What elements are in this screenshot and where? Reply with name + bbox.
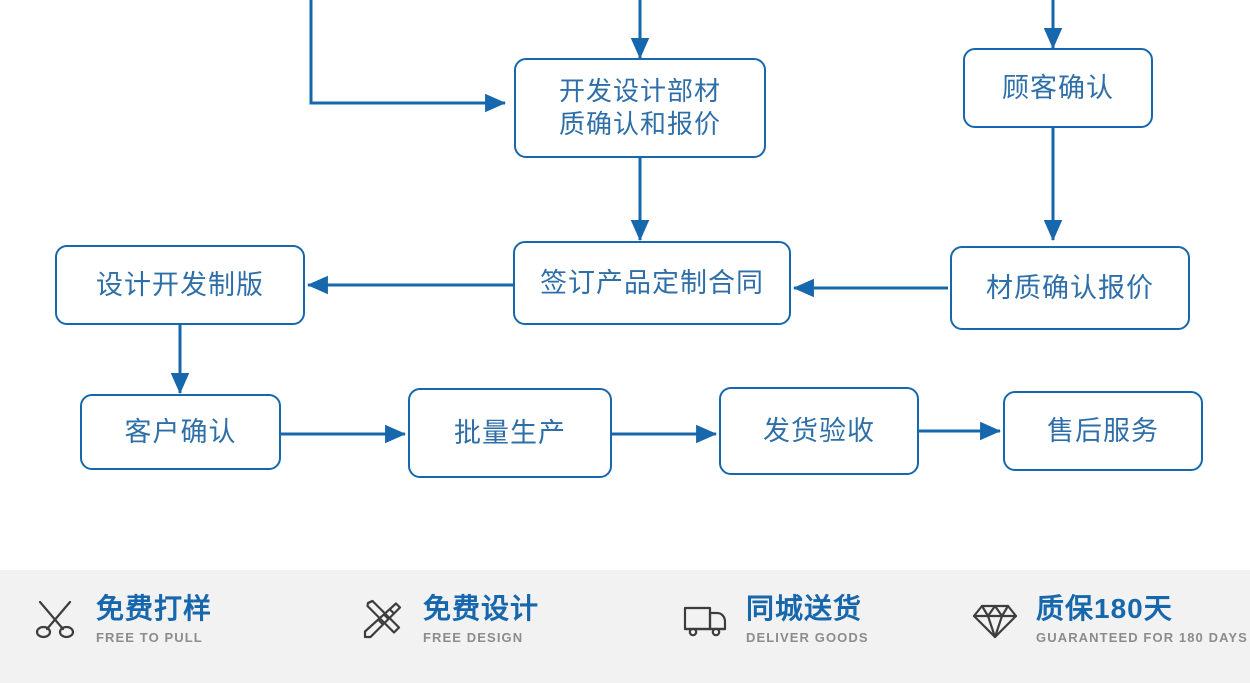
feature-subtitle: DELIVER GOODS: [746, 630, 869, 646]
truck-icon: [678, 592, 732, 646]
feature-title: 免费设计: [423, 592, 540, 624]
feature-subtitle: FREE DESIGN: [423, 630, 524, 646]
flow-node-mass-production[interactable]: 批量生产: [408, 388, 612, 478]
feature-city-delivery[interactable]: 同城送货 DELIVER GOODS: [678, 592, 869, 646]
feature-title: 质保180天: [1036, 592, 1173, 624]
feature-text-block: 同城送货 DELIVER GOODS: [746, 593, 869, 645]
feature-text-block: 免费设计 FREE DESIGN: [423, 593, 539, 645]
flow-node-design-develop-plate[interactable]: 设计开发制版: [55, 245, 305, 325]
flow-node-dev-design-material[interactable]: 开发设计部材 质确认和报价: [514, 58, 766, 158]
flowchart-canvas: 开发设计部材 质确认和报价 顾客确认 设计开发制版 签订产品定制合同 材质确认报…: [55, 0, 1203, 478]
feature-text-block: 质保180天 GUARANTEED FOR 180 DAYS: [1036, 593, 1248, 645]
flow-node-material-confirm-quote[interactable]: 材质确认报价: [950, 246, 1190, 330]
feature-title: 免费打样: [96, 592, 213, 624]
diamond-icon: [968, 592, 1022, 646]
service-guarantee-bar: 免费打样 FREE TO PULL 免费设计 FREE DESIGN: [0, 570, 1250, 683]
pencil-ruler-icon: [355, 592, 409, 646]
feature-subtitle: GUARANTEED FOR 180 DAYS: [1036, 630, 1248, 646]
scissors-icon: [28, 592, 82, 646]
feature-subtitle: FREE TO PULL: [96, 630, 203, 646]
connector-elbow-to-dev-design: [309, 0, 507, 113]
flow-node-sign-custom-contract[interactable]: 签订产品定制合同: [513, 241, 791, 325]
feature-free-design[interactable]: 免费设计 FREE DESIGN: [355, 592, 539, 646]
feature-free-sample[interactable]: 免费打样 FREE TO PULL: [28, 592, 212, 646]
feature-text-block: 免费打样 FREE TO PULL: [96, 593, 212, 645]
flow-node-customer-confirm-top[interactable]: 顾客确认: [963, 48, 1153, 128]
feature-warranty[interactable]: 质保180天 GUARANTEED FOR 180 DAYS: [968, 592, 1248, 646]
flow-node-ship-and-accept[interactable]: 发货验收: [719, 387, 919, 475]
flow-node-client-confirm[interactable]: 客户确认: [80, 394, 281, 470]
flow-node-after-sales-service[interactable]: 售后服务: [1003, 391, 1203, 471]
feature-title: 同城送货: [746, 592, 863, 624]
